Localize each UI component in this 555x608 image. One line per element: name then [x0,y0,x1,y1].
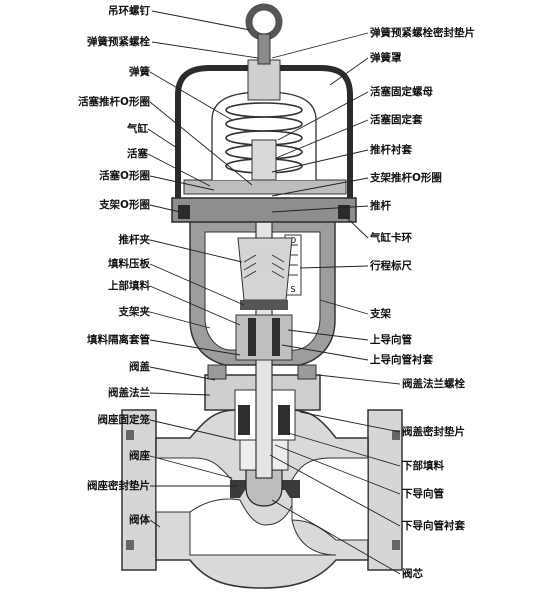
label-seat: 阀座 [129,450,150,462]
label-lower-guide-bushing: 下导向管衬套 [402,520,465,532]
bonnet [204,364,321,471]
label-bonnet-flange: 阀盖法兰 [108,387,150,399]
label-packing-gland: 填料压板 [108,258,150,270]
label-piston-nut: 活塞固定螺母 [370,86,433,98]
label-spring-preload-bolt: 弹簧预紧螺栓 [87,36,150,48]
scale-open-mark: O [290,236,296,245]
label-packing-spacer: 填料隔离套管 [87,334,150,346]
label-piston: 活塞 [127,148,148,160]
label-travel-scale: 行程标尺 [370,260,412,272]
valve-body [121,409,403,589]
label-bracket-stem-oring: 支架推杆O形圈 [370,172,442,184]
label-bracket-clamp: 支架夹 [118,306,151,318]
label-bracket-oring: 支架O形圈 [99,199,150,211]
label-piston-oring: 活塞O形圈 [99,170,150,182]
label-upper-guide: 上导向管 [370,334,412,346]
label-seat-gasket: 阀座密封垫片 [87,480,150,492]
actuator-cylinder [171,59,357,223]
label-bonnet-gasket: 阀盖密封垫片 [402,426,465,438]
label-body: 阀体 [129,514,150,526]
label-seat-retainer: 阀座固定笼 [97,414,151,426]
label-stem-clamp: 推杆夹 [118,234,151,246]
scale-shut-mark: S [290,285,295,294]
leader-lines [147,10,401,575]
label-stem: 推杆 [370,200,391,212]
label-piston-sleeve: 活塞固定套 [370,114,423,126]
label-spring-cover: 弹簧罩 [370,52,402,64]
label-spring: 弹簧 [129,66,150,78]
label-upper-guide-bushing: 上导向管衬套 [370,354,433,366]
label-lower-guide: 下导向管 [402,488,444,500]
label-eye-bolt: 吊环螺钉 [108,5,150,17]
label-yoke: 支架 [370,308,391,320]
label-bonnet-flange-bolt: 阀盖法兰螺栓 [402,378,465,390]
label-piston-stem-oring: 活塞推杆O形圈 [78,96,150,108]
label-upper-packing: 上部填料 [108,280,150,292]
label-preload-bolt-gasket: 弹簧预紧螺栓密封垫片 [370,27,475,39]
label-lower-packing: 下部填料 [402,460,444,472]
stem-assembly [235,167,293,479]
label-cylinder-ring: 气缸卡环 [370,232,412,244]
label-plug: 阀芯 [402,568,423,580]
label-cylinder: 气缸 [127,123,148,135]
eye-bolt [245,3,283,65]
label-stem-bushing: 推杆衬套 [370,144,412,156]
label-bonnet: 阀盖 [129,361,150,373]
